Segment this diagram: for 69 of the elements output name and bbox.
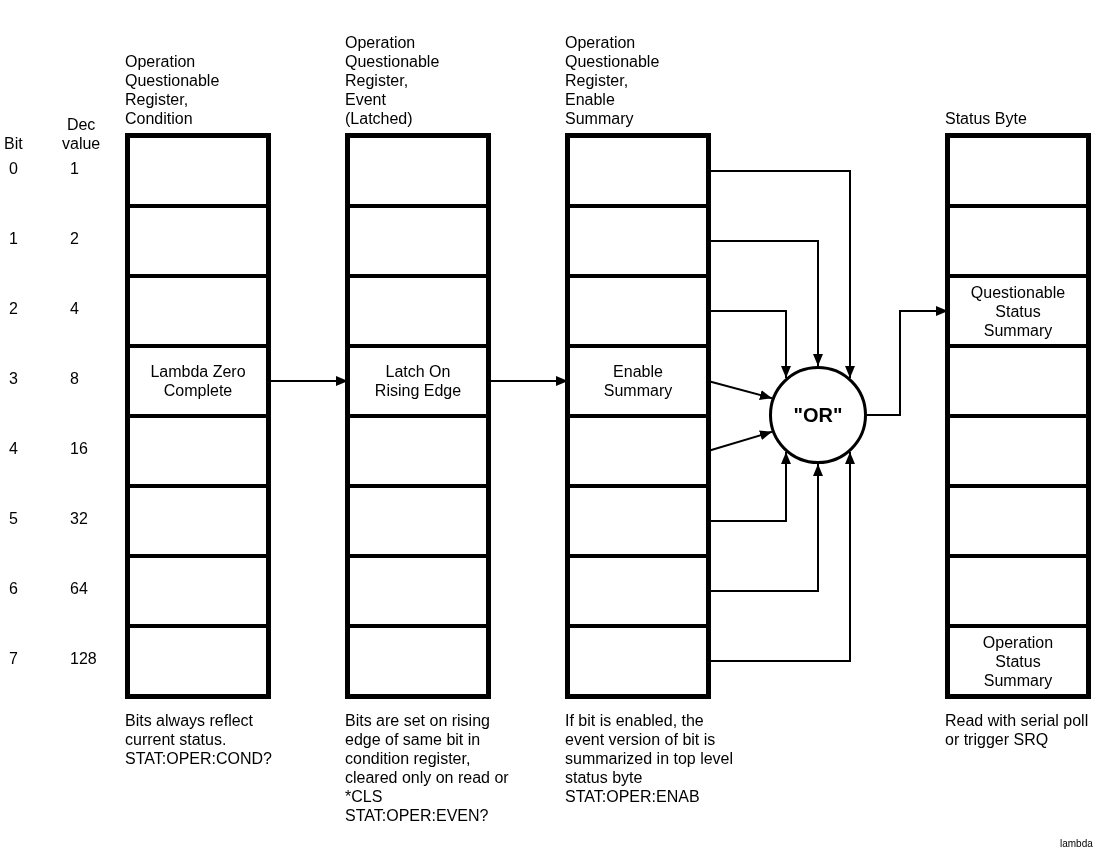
decimal-value: 16 <box>70 439 88 458</box>
bit-label: Latch On Rising Edge <box>373 362 463 400</box>
register-bit-cell <box>348 346 488 416</box>
register-bit-cell <box>348 276 488 346</box>
column-header: Dec value <box>62 115 101 153</box>
register-heading: Status Byte <box>945 109 1027 128</box>
register-bit-cell <box>348 556 488 626</box>
decimal-value: 8 <box>70 369 79 388</box>
register-bit-cell <box>568 136 708 206</box>
description-text: Bits always reflect current status. <box>125 711 255 749</box>
register-bit-cell <box>568 206 708 276</box>
register-bit-cell <box>948 486 1088 556</box>
description-text: Read with serial poll or trigger SRQ <box>945 711 1090 749</box>
command-text: STAT:OPER:ENAB <box>565 787 701 806</box>
register-bit-cell <box>568 556 708 626</box>
register-bit-cell <box>568 276 708 346</box>
column-header: Bit <box>4 134 23 153</box>
register-bit-cell <box>348 626 488 696</box>
register-heading: Operation Questionable Register, Event (Latched) <box>345 33 440 128</box>
bit-label: Questionable Status Summary <box>969 282 1067 340</box>
bit-number: 1 <box>9 229 18 248</box>
or-gate-circle <box>769 366 867 464</box>
decimal-value: 128 <box>70 649 97 668</box>
bit-number: 6 <box>9 579 18 598</box>
register-bit-cell <box>348 136 488 206</box>
register-bit-cell <box>128 416 268 486</box>
register-bit-cell <box>568 626 708 696</box>
bit-number: 4 <box>9 439 18 458</box>
decimal-value: 2 <box>70 229 79 248</box>
register-bit-cell <box>128 206 268 276</box>
bit-number: 3 <box>9 369 18 388</box>
register-bit-cell <box>948 346 1088 416</box>
register-bit-cell <box>128 556 268 626</box>
register-bit-cell <box>568 416 708 486</box>
register-bit-cell <box>948 276 1088 346</box>
description-text: Bits are set on rising edge of same bit in condition register, cleared only on read or *CLS <box>345 711 510 806</box>
command-text: STAT:OPER:EVEN? <box>345 806 490 825</box>
register-heading: Operation Questionable Register, Enable Summary <box>565 33 660 128</box>
bit-number: 7 <box>9 649 18 668</box>
bit-number: 2 <box>9 299 18 318</box>
register-bit-cell <box>348 416 488 486</box>
register-bit-cell <box>948 416 1088 486</box>
bit-label: Lambda Zero Complete <box>149 362 247 400</box>
description-text: If bit is enabled, the event version of bit is summarized in top level status byte <box>565 711 735 787</box>
register-bit-cell <box>128 136 268 206</box>
register-bit-cell <box>348 486 488 556</box>
bit-label: Enable Summary <box>602 362 674 400</box>
register-bit-cell <box>948 206 1088 276</box>
register-heading: Operation Questionable Register, Condition <box>125 52 220 128</box>
register-bit-cell <box>128 626 268 696</box>
register-bit-cell <box>348 206 488 276</box>
bit-number: 5 <box>9 509 18 528</box>
register-bit-cell <box>128 486 268 556</box>
bit-label: Operation Status Summary <box>981 632 1055 690</box>
register-bit-cell <box>128 346 268 416</box>
register-bit-cell <box>948 136 1088 206</box>
decimal-value: 64 <box>70 579 88 598</box>
register-bit-cell <box>948 556 1088 626</box>
decimal-value: 32 <box>70 509 88 528</box>
command-text: STAT:OPER:COND? <box>125 749 273 768</box>
register-bit-cell <box>568 346 708 416</box>
bit-number: 0 <box>9 159 18 178</box>
register-bit-cell <box>128 276 268 346</box>
decimal-value: 1 <box>70 159 79 178</box>
register-bit-cell <box>568 486 708 556</box>
figure-id: lambda <box>1060 837 1093 851</box>
gate-label: "OR" <box>793 403 843 427</box>
decimal-value: 4 <box>70 299 79 318</box>
register-bit-cell <box>948 626 1088 696</box>
